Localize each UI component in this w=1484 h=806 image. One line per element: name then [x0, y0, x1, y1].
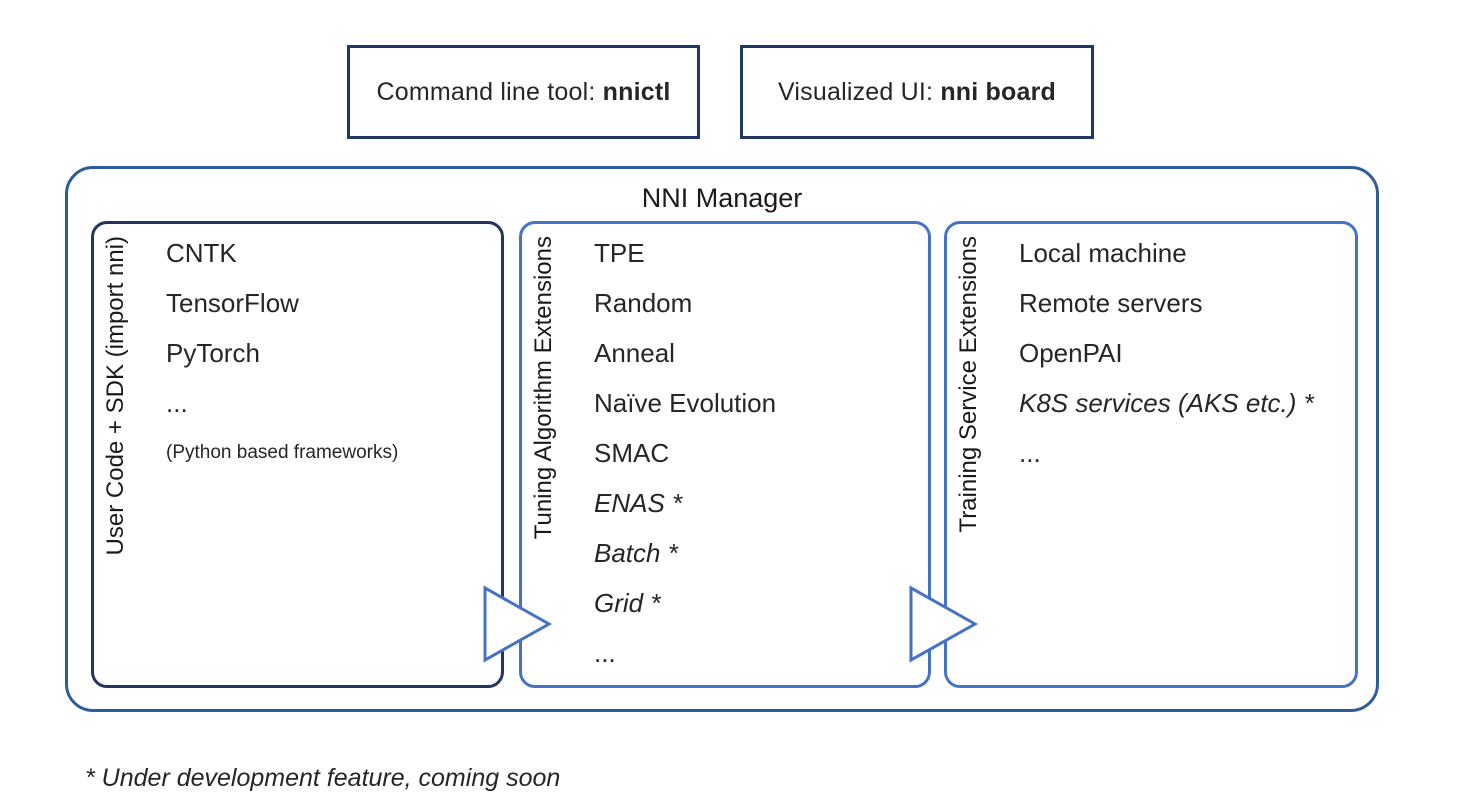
list-item: SMAC	[594, 438, 670, 468]
command-line-tool-box: Command line tool: nnictl	[347, 45, 700, 139]
training-service-panel: Training Service Extensions Local machin…	[944, 221, 1358, 688]
nnictl-label: nnictl	[602, 77, 671, 106]
tuning-algorithm-panel: Tuning Algorithm Extensions TPE Random A…	[519, 221, 931, 688]
tuning-algorithm-items: TPE Random Anneal Naïve Evolution SMAC E…	[594, 228, 922, 678]
user-code-sdk-items: CNTK TensorFlow PyTorch ... (Python base…	[166, 228, 495, 478]
user-code-sdk-side-label: User Code + SDK (import nni)	[102, 236, 129, 556]
list-item: (Python based frameworks)	[166, 442, 399, 463]
user-code-sdk-panel: User Code + SDK (import nni) CNTK Tensor…	[91, 221, 504, 688]
list-item: Anneal	[594, 338, 675, 368]
nni-board-label: nni board	[940, 77, 1057, 106]
list-item: Batch *	[594, 538, 678, 568]
list-item: ENAS *	[594, 488, 683, 518]
command-line-tool-label: Command line tool: nnictl	[376, 78, 670, 107]
under-development-footnote: * Under development feature, coming soon	[85, 764, 561, 792]
list-item: Remote servers	[1019, 288, 1203, 318]
command-line-tool-prefix: Command line tool:	[376, 77, 603, 106]
list-item: K8S services (AKS etc.) *	[1019, 388, 1314, 418]
list-item: ...	[166, 388, 188, 418]
visualized-ui-label: Visualized UI: nni board	[778, 78, 1056, 107]
flow-arrow-icon	[909, 585, 979, 663]
list-item: Random	[594, 288, 693, 318]
list-item: TPE	[594, 238, 645, 268]
training-service-items: Local machine Remote servers OpenPAI K8S…	[1019, 228, 1349, 478]
list-item: Grid *	[594, 588, 661, 618]
list-item: ...	[594, 638, 616, 668]
visualized-ui-box: Visualized UI: nni board	[740, 45, 1094, 139]
visualized-ui-prefix: Visualized UI:	[777, 77, 941, 106]
nni-manager-title: NNI Manager	[641, 183, 803, 213]
list-item: OpenPAI	[1019, 338, 1123, 368]
list-item: CNTK	[166, 238, 237, 268]
list-item: PyTorch	[166, 338, 260, 368]
list-item: Local machine	[1019, 238, 1187, 268]
flow-arrow-icon	[483, 585, 553, 663]
list-item: TensorFlow	[166, 288, 299, 318]
nni-manager-box: NNI Manager User Code + SDK (import nni)…	[65, 166, 1379, 712]
list-item: Naïve Evolution	[594, 388, 777, 418]
list-item: ...	[1019, 438, 1041, 468]
